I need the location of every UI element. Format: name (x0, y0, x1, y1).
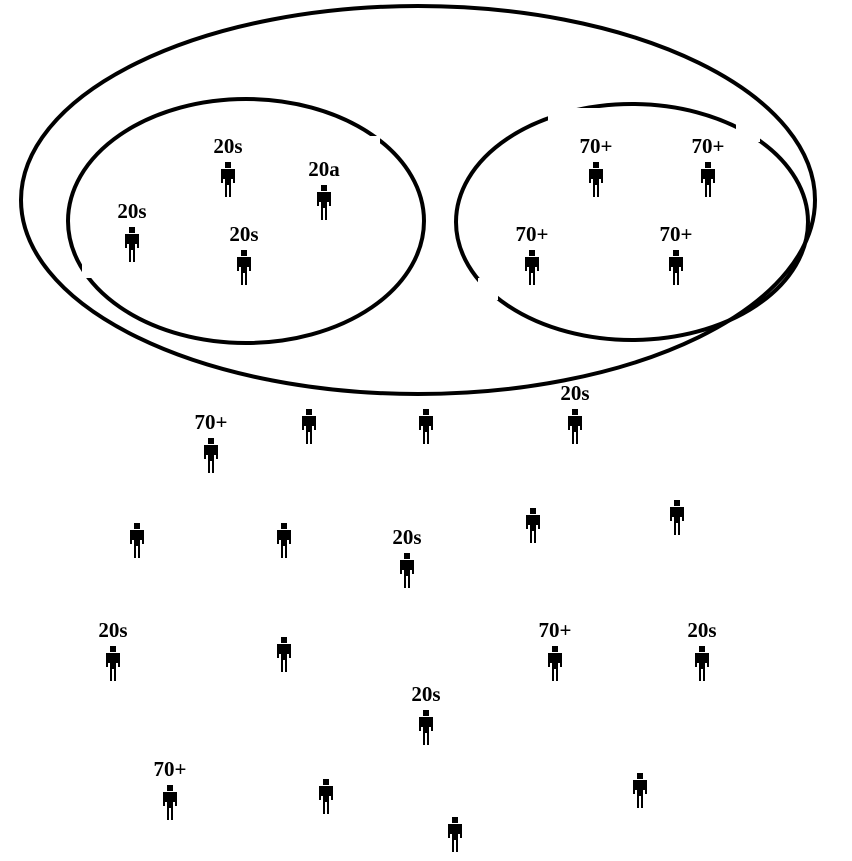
person-icon (568, 409, 582, 444)
person-age-label: 70+ (580, 134, 613, 158)
ellipse-gap (736, 112, 760, 142)
ellipse-gap (82, 258, 94, 278)
person-icon (277, 637, 291, 672)
person-icon (125, 227, 139, 262)
person-age-label: 70+ (154, 757, 187, 781)
crowd-person (277, 637, 291, 672)
person-age-label: 20a (308, 157, 340, 181)
left-group-ellipse (66, 97, 426, 345)
person-age-label: 20s (117, 199, 146, 223)
person-icon (237, 250, 251, 285)
person-age-label: 70+ (692, 134, 725, 158)
outer-group-ellipse (19, 4, 817, 396)
person-icon (319, 779, 333, 814)
right-group-person: 70+ (516, 222, 549, 285)
person-age-label: 20s (687, 618, 716, 642)
ellipse-gap (548, 108, 614, 128)
right-group-person: 70+ (580, 134, 613, 197)
person-age-label: 70+ (660, 222, 693, 246)
crowd-person: 20s (687, 618, 717, 681)
left-group-person: 20s (117, 199, 147, 262)
person-icon (589, 162, 603, 197)
person-icon (130, 523, 144, 558)
left-group-person: 20s (213, 134, 243, 197)
left-group-person: 20a (308, 157, 340, 220)
crowd-person (633, 773, 647, 808)
crowd-person (319, 779, 333, 814)
crowd-person (670, 500, 684, 535)
right-group-person: 70+ (692, 134, 725, 197)
person-icon (106, 646, 120, 681)
crowd-person: 20s (411, 682, 441, 745)
person-icon (669, 250, 683, 285)
person-icon (419, 710, 433, 745)
person-age-label: 70+ (516, 222, 549, 246)
person-icon (419, 409, 433, 444)
person-icon (526, 508, 540, 543)
person-icon (695, 646, 709, 681)
person-icon (548, 646, 562, 681)
person-icon (701, 162, 715, 197)
ellipse-gap (478, 278, 498, 300)
person-age-label: 20s (98, 618, 127, 642)
person-age-label: 20s (560, 381, 589, 405)
person-age-label: 20s (213, 134, 242, 158)
crowd-person: 70+ (154, 757, 187, 820)
person-age-label: 70+ (195, 410, 228, 434)
crowd-person (526, 508, 540, 543)
person-age-label: 20s (411, 682, 440, 706)
person-icon (633, 773, 647, 808)
person-age-label: 70+ (539, 618, 572, 642)
crowd-person: 20s (98, 618, 128, 681)
person-icon (163, 785, 177, 820)
crowd-person: 20s (392, 525, 422, 588)
person-age-label: 20s (229, 222, 258, 246)
right-group-person: 70+ (660, 222, 693, 285)
crowd-person (277, 523, 291, 558)
person-age-label: 20s (392, 525, 421, 549)
crowd-person: 20s (560, 381, 590, 444)
person-icon (448, 817, 462, 852)
person-icon (400, 553, 414, 588)
person-icon (670, 500, 684, 535)
person-icon (277, 523, 291, 558)
person-icon (317, 185, 331, 220)
ellipse-gap (366, 136, 380, 148)
right-group-ellipse (454, 102, 810, 342)
person-icon (204, 438, 218, 473)
person-icon (221, 162, 235, 197)
crowd-person (419, 409, 433, 444)
crowd-person: 70+ (195, 410, 228, 473)
crowd-person (302, 409, 316, 444)
crowd-person (130, 523, 144, 558)
person-icon (302, 409, 316, 444)
crowd-person: 70+ (539, 618, 572, 681)
left-group-person: 20s (229, 222, 259, 285)
crowd-person (448, 817, 462, 852)
person-icon (525, 250, 539, 285)
